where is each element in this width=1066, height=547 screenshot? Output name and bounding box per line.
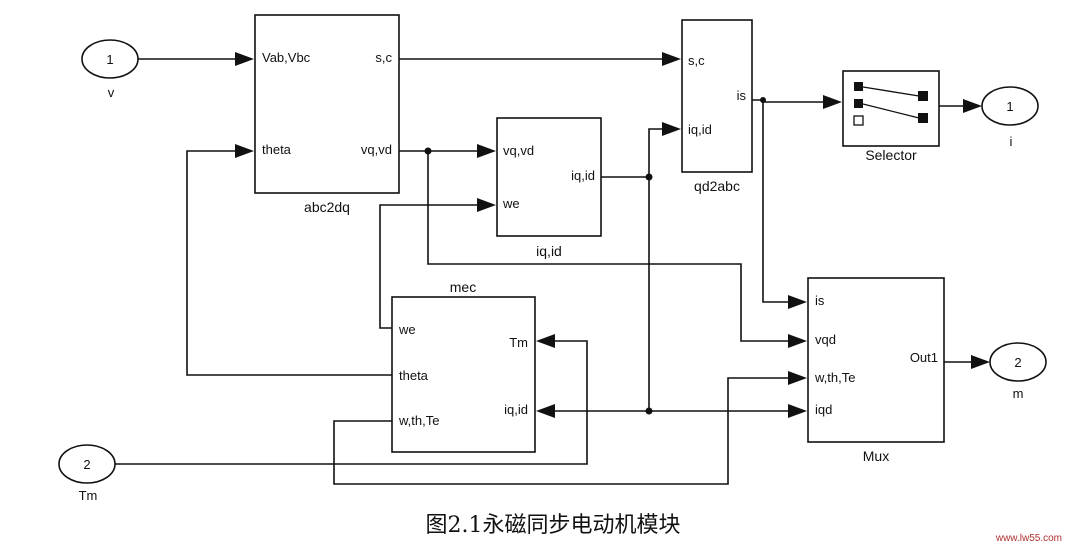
arrow-tm-to-mec xyxy=(536,334,555,348)
figure-caption: 图2.1永磁同步电动机模块 xyxy=(426,513,681,538)
arrow-mux-to-out-m xyxy=(971,355,990,369)
qd2abc-input-sc: s,c xyxy=(688,53,705,68)
wire-wthte-loop xyxy=(333,377,792,485)
arrow-iqid-to-qd2abc xyxy=(662,122,681,136)
wire-is-to-mux xyxy=(762,100,792,303)
selector-input-3-marker xyxy=(853,115,864,126)
iqid-block[interactable]: vq,vd we iq,id iq,id xyxy=(496,117,602,259)
outport-i-label: i xyxy=(1010,134,1013,149)
qd2abc-output-is: is xyxy=(737,88,747,103)
abc2dq-output-sc: s,c xyxy=(375,50,392,65)
qd2abc-input-iqid: iq,id xyxy=(688,122,712,137)
selector-path-2 xyxy=(862,103,920,119)
mux-input-vqd: vqd xyxy=(815,332,836,347)
arrow-v-to-abc2dq xyxy=(235,52,254,66)
arrow-sc-to-qd2abc xyxy=(662,52,681,66)
outport-m-label: m xyxy=(1013,386,1024,401)
mux-output-out1: Out1 xyxy=(910,350,938,365)
arrow-iqid-to-mux xyxy=(788,404,807,418)
inport-v-number: 1 xyxy=(106,52,113,67)
abc2dq-input-theta: theta xyxy=(262,142,292,157)
mec-input-we: we xyxy=(398,322,416,337)
wire-vqvd-to-mux xyxy=(427,151,792,342)
arrow-wthte-to-mux xyxy=(788,371,807,385)
selector-input-2-marker xyxy=(854,99,863,108)
iqid-input-vqvd: vq,vd xyxy=(503,143,534,158)
abc2dq-block[interactable]: Vab,Vbc theta s,c vq,vd abc2dq xyxy=(254,14,400,215)
iqid-block-name: iq,id xyxy=(536,243,562,259)
arrow-is-to-selector xyxy=(823,95,842,109)
arrow-theta-feedback xyxy=(235,144,254,158)
arrow-vqvd-to-iqid xyxy=(477,144,496,158)
wire-iqid-to-qd2abc xyxy=(601,128,665,178)
selector-output-1-marker xyxy=(918,91,928,101)
inport-v-label: v xyxy=(108,85,115,100)
selector-input-1-marker xyxy=(854,82,863,91)
mec-block-name: mec xyxy=(450,279,476,295)
inport-v[interactable]: 1 v xyxy=(81,39,139,100)
mux-block[interactable]: is vqd w,th,Te iqd Out1 Mux xyxy=(807,277,945,464)
inport-tm[interactable]: 2 Tm xyxy=(58,444,116,503)
mec-input-wthte: w,th,Te xyxy=(398,413,439,428)
outport-i-number: 1 xyxy=(1006,99,1013,114)
wire-tm-to-mec xyxy=(115,340,588,465)
qd2abc-block[interactable]: s,c iq,id is qd2abc xyxy=(681,19,753,194)
selector-block[interactable]: Selector xyxy=(842,70,940,163)
mux-input-wthte: w,th,Te xyxy=(814,370,855,385)
mec-output-tm: Tm xyxy=(509,335,528,350)
mux-input-is: is xyxy=(815,293,825,308)
outport-m[interactable]: 2 m xyxy=(989,342,1047,401)
arrow-is-to-mux xyxy=(788,295,807,309)
iqid-output-iqid: iq,id xyxy=(571,168,595,183)
arrow-we-to-iqid xyxy=(477,198,496,212)
mec-block[interactable]: mec we theta w,th,Te Tm iq,id xyxy=(391,279,536,453)
selector-output-2-marker xyxy=(918,113,928,123)
mec-output-iqid: iq,id xyxy=(504,402,528,417)
outport-i[interactable]: 1 i xyxy=(981,86,1039,149)
selector-path-1 xyxy=(862,86,920,97)
qd2abc-block-name: qd2abc xyxy=(694,178,740,194)
abc2dq-output-vqvd: vq,vd xyxy=(361,142,392,157)
mux-block-name: Mux xyxy=(863,448,889,464)
watermark: www.lw55.com xyxy=(995,533,1062,544)
iqid-input-we: we xyxy=(502,196,520,211)
arrow-selector-to-out-i xyxy=(963,99,982,113)
inport-tm-label: Tm xyxy=(79,488,98,503)
mux-input-iqd: iqd xyxy=(815,402,832,417)
abc2dq-block-name: abc2dq xyxy=(304,199,350,215)
mec-input-theta: theta xyxy=(399,368,429,383)
signal-lines xyxy=(115,52,990,485)
wire-theta-feedback xyxy=(186,150,392,376)
outport-m-number: 2 xyxy=(1014,355,1021,370)
abc2dq-input-vab-vbc: Vab,Vbc xyxy=(262,50,311,65)
arrow-iqid-to-mec xyxy=(536,404,555,418)
selector-block-name: Selector xyxy=(865,147,917,163)
inport-tm-number: 2 xyxy=(83,457,90,472)
wire-we-to-iqid xyxy=(379,204,480,329)
arrow-vqvd-to-mux xyxy=(788,334,807,348)
